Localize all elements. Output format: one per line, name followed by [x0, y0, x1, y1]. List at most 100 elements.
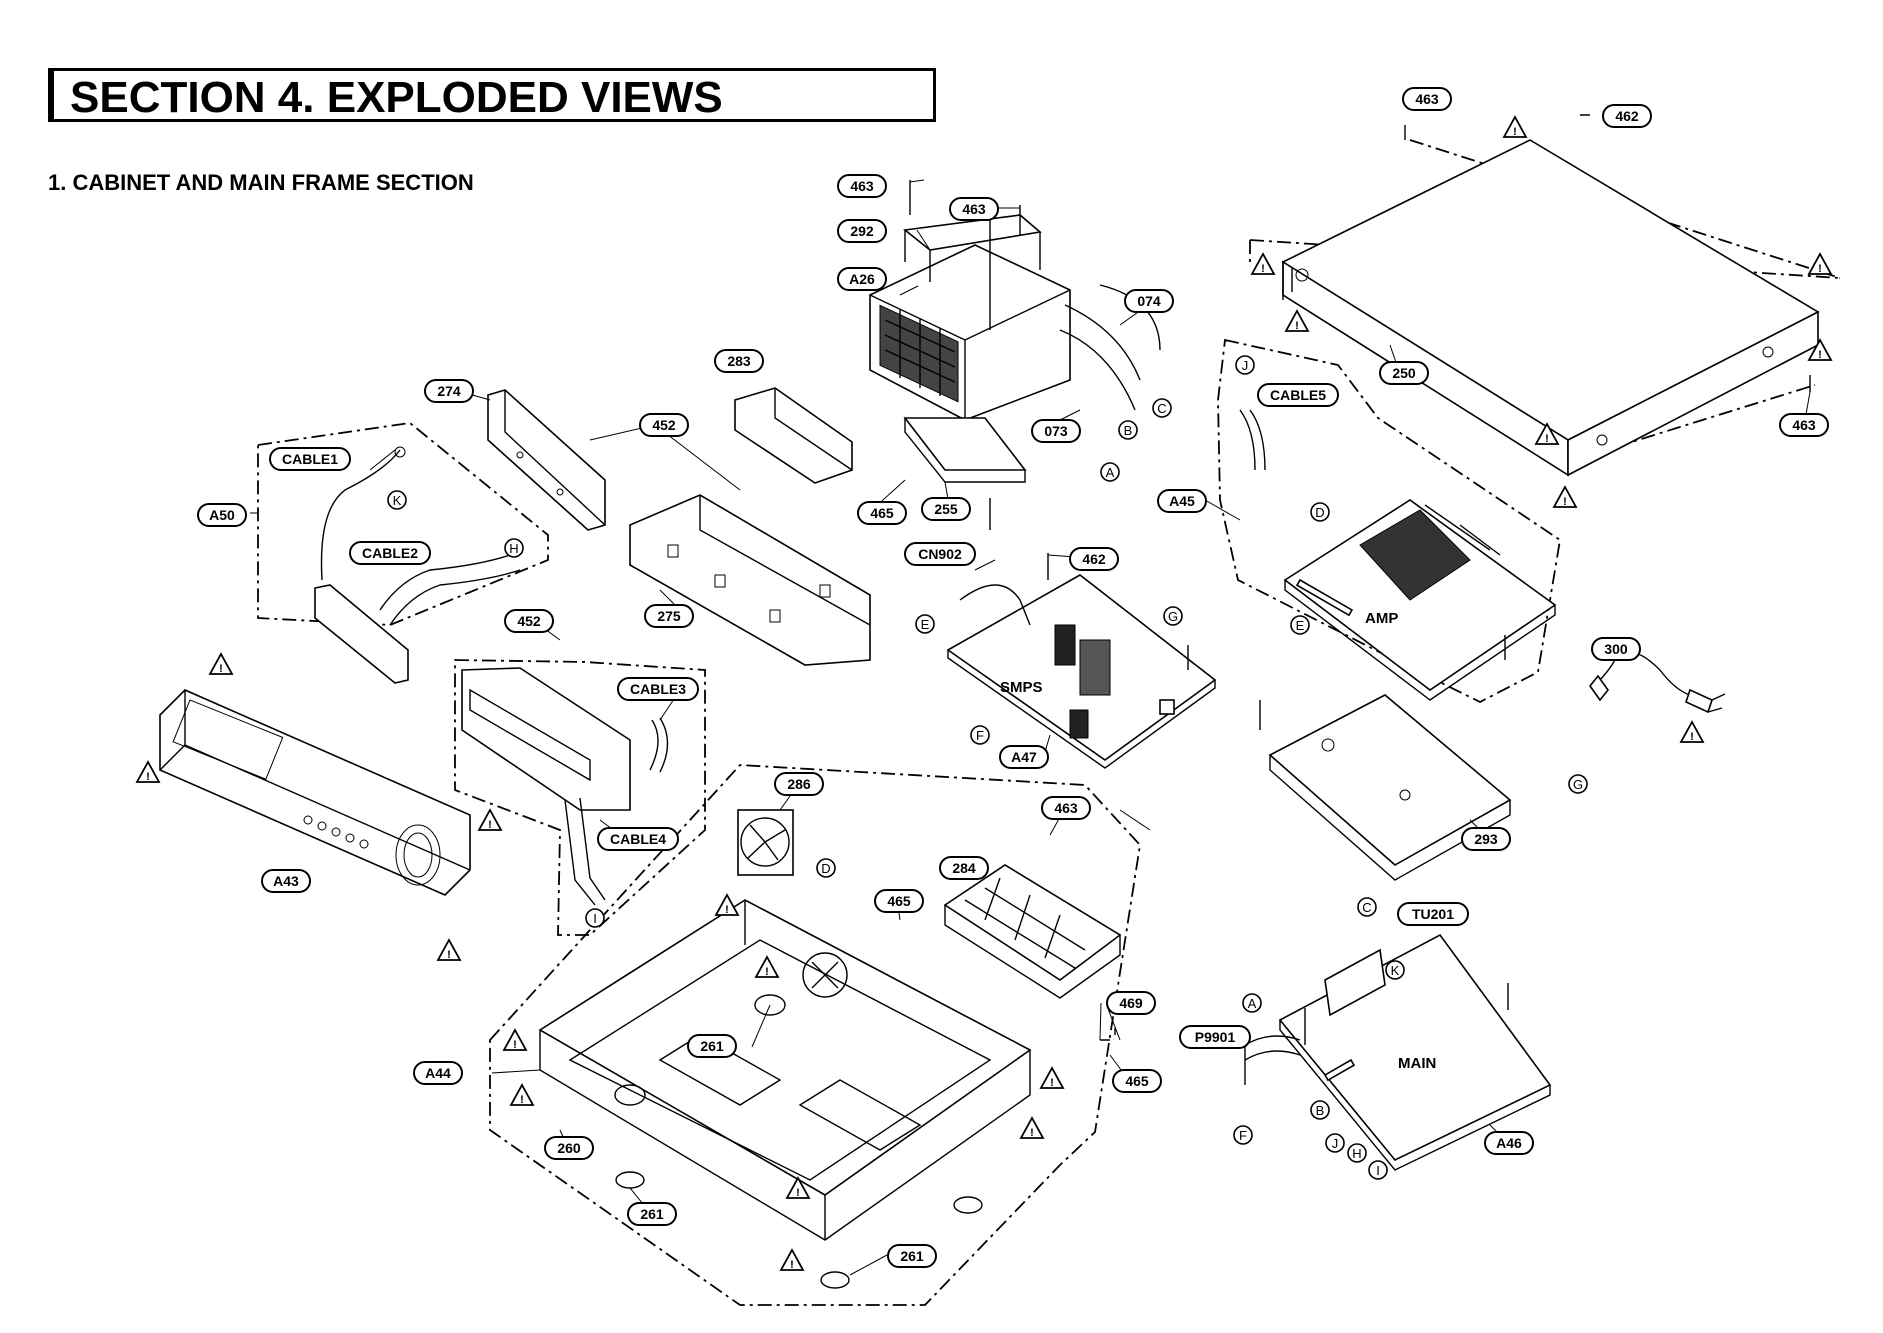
safety-warning-icon: ! [1284, 309, 1310, 332]
safety-warning-icon: ! [1807, 338, 1833, 361]
callout-a26: A26 [837, 267, 887, 291]
svg-text:A: A [1106, 465, 1115, 480]
svg-text:A26: A26 [849, 271, 875, 287]
safety-warning-icon: ! [779, 1248, 805, 1271]
svg-text:C: C [1157, 401, 1166, 416]
svg-text:465: 465 [870, 505, 894, 521]
svg-text:I: I [1376, 1163, 1380, 1178]
svg-text:463: 463 [962, 201, 986, 217]
bracket-255 [903, 417, 1027, 483]
callout-tu201: TU201 [1397, 902, 1469, 926]
svg-text:CABLE1: CABLE1 [282, 451, 338, 467]
callout-cable3: CABLE3 [617, 677, 699, 701]
connector-mark-a: A [1100, 462, 1120, 482]
section-header-box: SECTION 4. EXPLODED VIEWS [48, 68, 936, 122]
svg-text:F: F [976, 728, 984, 743]
svg-text:!: ! [1050, 1077, 1054, 1089]
safety-warning-icon: ! [785, 1176, 811, 1199]
callout-293: 293 [1461, 827, 1511, 851]
screws [909, 114, 1811, 1045]
connector-mark-h: H [1347, 1143, 1367, 1163]
rear-panel-275 [629, 494, 871, 666]
connector-mark-d: D [816, 858, 836, 878]
svg-text:!: ! [1818, 349, 1822, 361]
main-board-label: MAIN [1398, 1055, 1436, 1072]
svg-text:!: ! [1563, 496, 1567, 508]
group-outline-a50 [257, 422, 549, 626]
connector-mark-b: B [1118, 420, 1138, 440]
callout-284: 284 [939, 856, 989, 880]
callout-463: 463 [1402, 87, 1452, 111]
chassis-bracket-293 [1268, 694, 1512, 881]
callout-cable1: CABLE1 [269, 447, 351, 471]
group-outline-a44 [489, 764, 1141, 1306]
svg-text:B: B [1124, 423, 1133, 438]
svg-text:A44: A44 [425, 1065, 451, 1081]
svg-text:H: H [1352, 1146, 1361, 1161]
callout-469: 469 [1106, 991, 1156, 1015]
callout-cn902: CN902 [904, 542, 976, 566]
safety-warning-icon: ! [754, 955, 780, 978]
svg-text:CABLE5: CABLE5 [1270, 387, 1326, 403]
callout-250: 250 [1379, 361, 1429, 385]
svg-text:465: 465 [887, 893, 911, 909]
svg-text:292: 292 [850, 223, 874, 239]
svg-text:E: E [921, 617, 930, 632]
safety-warning-icon: ! [477, 808, 503, 831]
svg-text:G: G [1573, 777, 1583, 792]
callout-255: 255 [921, 497, 971, 521]
callout-261: 261 [887, 1244, 937, 1268]
svg-text:!: ! [725, 904, 729, 916]
callout-286: 286 [774, 772, 824, 796]
callout-274: 274 [424, 379, 474, 403]
section-title: SECTION 4. EXPLODED VIEWS [70, 73, 723, 122]
svg-text:261: 261 [640, 1206, 664, 1222]
callout-261: 261 [687, 1034, 737, 1058]
svg-text:!: ! [219, 663, 223, 675]
svg-text:284: 284 [952, 860, 976, 876]
connector-mark-e: E [915, 614, 935, 634]
svg-text:!: ! [447, 949, 451, 961]
safety-warning-icon: ! [436, 938, 462, 961]
safety-warning-icon: ! [502, 1028, 528, 1051]
svg-text:D: D [1315, 505, 1324, 520]
callout-p9901: P9901 [1179, 1025, 1251, 1049]
callout-300: 300 [1591, 637, 1641, 661]
svg-text:!: ! [765, 966, 769, 978]
connector-mark-b: B [1310, 1100, 1330, 1120]
connector-mark-g: G [1568, 774, 1588, 794]
svg-text:!: ! [1261, 263, 1265, 275]
svg-text:A45: A45 [1169, 493, 1195, 509]
callout-cable2: CABLE2 [349, 541, 431, 565]
cover-283 [734, 387, 853, 484]
svg-text:465: 465 [1125, 1073, 1149, 1089]
svg-text:A: A [1248, 996, 1257, 1011]
callout-073: 073 [1031, 419, 1081, 443]
svg-text:463: 463 [1792, 417, 1816, 433]
connector-mark-c: C [1357, 897, 1377, 917]
callout-cable5: CABLE5 [1257, 383, 1339, 407]
main-board-a46 [1244, 933, 1552, 1171]
safety-warning-icon: ! [1250, 252, 1276, 275]
svg-text:CABLE3: CABLE3 [630, 681, 686, 697]
safety-warning-icon: ! [509, 1083, 535, 1106]
svg-text:E: E [1296, 618, 1305, 633]
cooling-fan-286 [737, 809, 794, 876]
callout-a45: A45 [1157, 489, 1207, 513]
svg-text:260: 260 [557, 1140, 581, 1156]
connector-mark-k: K [387, 490, 407, 510]
callout-a46: A46 [1484, 1131, 1534, 1155]
callout-465: 465 [874, 889, 924, 913]
svg-text:452: 452 [652, 417, 676, 433]
callout-462: 462 [1602, 104, 1652, 128]
amp-board-label: AMP [1365, 610, 1398, 627]
svg-text:!: ! [513, 1039, 517, 1051]
svg-text:073: 073 [1044, 423, 1068, 439]
connector-mark-e: E [1290, 615, 1310, 635]
board-a50 [314, 446, 521, 684]
svg-text:B: B [1316, 1103, 1325, 1118]
callout-a50: A50 [197, 503, 247, 527]
connector-mark-f: F [1233, 1125, 1253, 1145]
svg-text:D: D [821, 861, 830, 876]
